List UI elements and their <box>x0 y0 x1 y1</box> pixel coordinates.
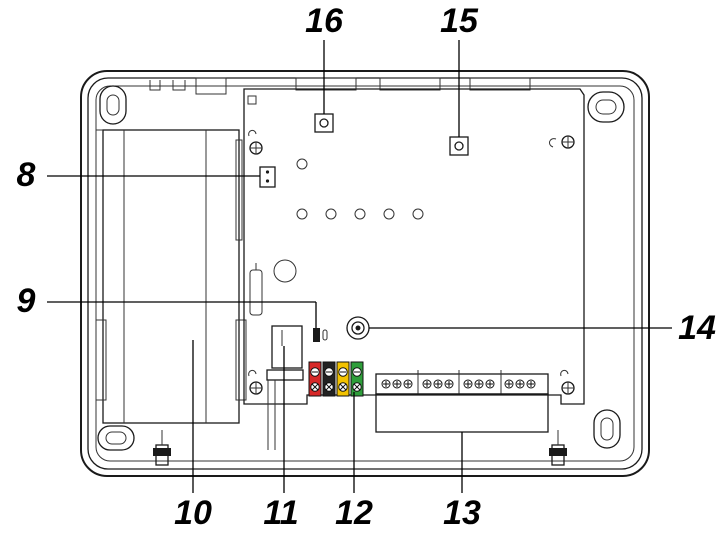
screw-hole-icon <box>248 369 263 395</box>
antenna-connector-icon <box>346 316 370 340</box>
terminal-block <box>375 370 549 433</box>
callout-14: 14 <box>678 309 716 347</box>
callout-15: 15 <box>440 2 479 40</box>
cable-clamp <box>266 325 304 450</box>
screw-hole-icon <box>560 369 575 395</box>
callout-10: 10 <box>174 494 212 532</box>
cable-tie-left <box>153 430 171 466</box>
callout-8: 8 <box>17 156 36 194</box>
callout-9: 9 <box>17 282 36 320</box>
side-connector <box>249 263 263 316</box>
connector-8 <box>259 166 276 188</box>
button-icon <box>449 136 469 156</box>
mounting-hole-icon <box>99 85 127 125</box>
top-clips <box>149 77 531 95</box>
mounting-hole-icon <box>97 425 135 451</box>
jumper-icon <box>313 328 328 342</box>
screw-hole-icon <box>248 129 263 155</box>
power-terminals <box>308 361 364 397</box>
mounting-hole-icon <box>593 409 621 449</box>
callout-16: 16 <box>305 2 344 40</box>
callout-13: 13 <box>443 494 481 532</box>
mounting-hole-icon <box>587 91 625 123</box>
buzzer-icon <box>273 259 297 283</box>
button-icon <box>314 113 334 133</box>
leader-lines <box>47 40 672 493</box>
callout-12: 12 <box>335 494 373 532</box>
terminal-screw-row <box>381 379 536 389</box>
circuit-board <box>243 88 585 405</box>
led-icon <box>296 158 424 220</box>
enclosure <box>80 70 650 477</box>
callout-11: 11 <box>263 494 298 532</box>
screw-hole-icon <box>548 135 575 149</box>
battery <box>95 129 247 424</box>
cable-tie-right <box>549 430 567 466</box>
